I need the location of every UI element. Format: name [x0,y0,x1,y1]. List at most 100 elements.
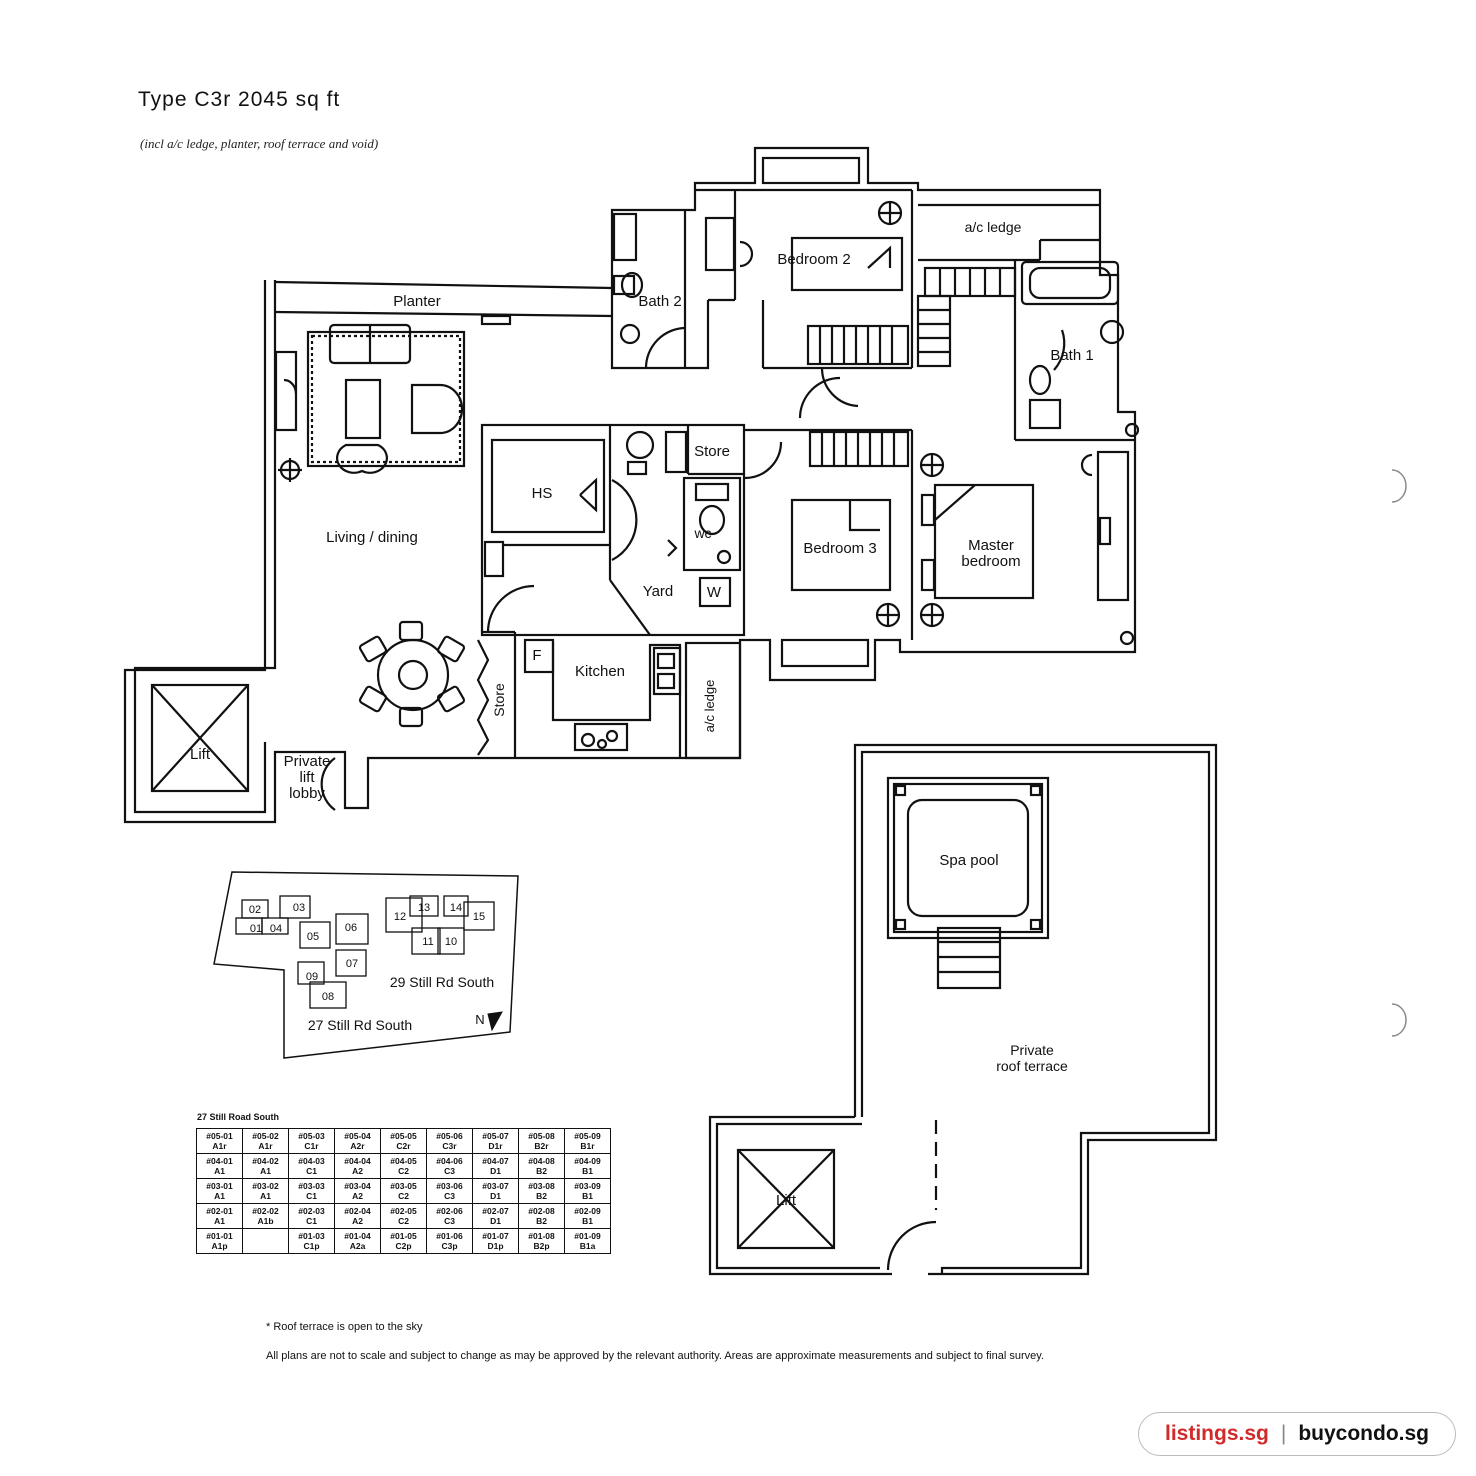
unit-type: C1p [303,1241,320,1251]
unit-type: B1 [582,1191,593,1201]
label-store-kitchen: Store [491,683,507,717]
kp-10: 10 [445,936,457,948]
unit-type: A1 [214,1216,225,1226]
label-lobby-1: Private [284,753,331,770]
disclaimer-note: All plans are not to scale and subject t… [266,1350,1044,1362]
kp-02: 02 [249,904,261,916]
roof-note: * Roof terrace is open to the sky [266,1321,423,1333]
unit-number: #04-08 [528,1156,555,1166]
unit-number: #01-03 [298,1231,325,1241]
key-plan-labels: 02 03 01 04 05 06 07 09 08 12 13 14 15 1… [249,902,485,1003]
binder-hole-1 [1391,469,1407,503]
unit-type: B1a [579,1241,596,1251]
label-wc: wc [693,525,711,541]
brand-badge[interactable]: listings.sg | buycondo.sg [1138,1412,1456,1456]
unit-number: #02-06 [436,1206,463,1216]
unit-type: C2p [395,1241,412,1251]
label-lobby-2: lift [300,769,316,786]
unit-number: #05-06 [436,1131,463,1141]
plan-subtitle: (incl a/c ledge, planter, roof terrace a… [140,136,379,151]
unit-number: #04-04 [344,1156,371,1166]
label-w: W [707,584,722,601]
unit-number: #03-05 [390,1181,417,1191]
unit-type: C3p [441,1241,458,1251]
unit-number: #03-03 [298,1181,325,1191]
unit-type: D1p [487,1241,504,1251]
label-planter: Planter [393,293,441,310]
unit-type: C2r [396,1141,411,1151]
unit-number: #01-06 [436,1231,463,1241]
unit-number: #02-07 [482,1206,509,1216]
unit-number: #04-07 [482,1156,509,1166]
unit-number: #04-02 [252,1156,279,1166]
label-terrace-1: Private [1010,1042,1054,1058]
unit-type: D1 [490,1216,501,1226]
unit-type: A2a [349,1241,366,1251]
unit-type: B1 [582,1216,593,1226]
unit-number: #01-05 [390,1231,417,1241]
unit-number: #03-01 [206,1181,233,1191]
unit-type: A1r [212,1141,227,1151]
unit-number: #05-03 [298,1131,325,1141]
unit-type: B2 [536,1166,547,1176]
kp-label-27: 27 Still Rd South [308,1017,412,1033]
brand-buycondo[interactable]: buycondo.sg [1298,1422,1429,1445]
unit-number: #03-08 [528,1181,555,1191]
plan-title: Type C3r 2045 sq ft [138,88,341,111]
label-bedroom-3: Bedroom 3 [803,540,876,557]
brand-listings[interactable]: listings.sg [1165,1422,1269,1445]
unit-type: C1 [306,1216,317,1226]
unit-number: #01-01 [206,1231,233,1241]
brand-separator: | [1280,1422,1287,1445]
unit-type: A1 [260,1191,271,1201]
kp-north-label: N [475,1012,484,1027]
label-hs: HS [532,485,553,502]
label-lift-1: Lift [190,746,211,763]
label-lift-2: Lift [776,1192,797,1209]
label-lobby-3: lobby [289,785,325,802]
label-bedroom-2: Bedroom 2 [777,251,850,268]
unit-number: #03-09 [574,1181,601,1191]
unit-number: #03-04 [344,1181,371,1191]
unit-number: #02-05 [390,1206,417,1216]
kp-03: 03 [293,902,305,914]
unit-table-title: 27 Still Road South [197,1112,280,1122]
unit-type: A1r [258,1141,273,1151]
unit-type: C2 [398,1191,409,1201]
unit-type: B2 [536,1216,547,1226]
unit-table-cell [242,1228,289,1254]
unit-number: #05-05 [390,1131,417,1141]
unit-type: A2 [352,1216,363,1226]
label-ac-ledge-kitchen: a/c ledge [702,680,717,733]
room-labels: Bedroom 2 Bath 2 a/c ledge Planter Bath … [190,219,1094,1209]
unit-type: B1 [582,1166,593,1176]
binder-hole-2 [1391,1003,1407,1037]
unit-type: C3r [442,1141,457,1151]
unit-number: #03-06 [436,1181,463,1191]
kp-13: 13 [418,902,430,914]
